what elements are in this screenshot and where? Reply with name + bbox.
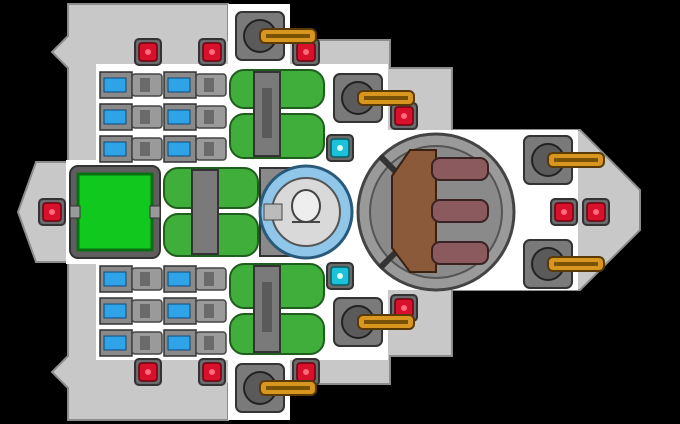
red-node-icon[interactable] [134, 38, 162, 66]
red-node-icon[interactable] [550, 198, 578, 226]
turret-icon[interactable] [333, 73, 415, 123]
red-node-icon[interactable] [198, 38, 226, 66]
red-node-icon[interactable] [292, 358, 320, 386]
cyan-vent-icon[interactable] [326, 134, 354, 162]
pipe-bank-lower [229, 263, 325, 355]
red-node-icon[interactable] [198, 358, 226, 386]
battery-icon [99, 71, 163, 99]
turret-layer [235, 11, 605, 413]
battery-icon [99, 297, 163, 325]
red-node-icon[interactable] [134, 358, 162, 386]
main-cannon[interactable] [356, 132, 516, 292]
battery-icon [163, 135, 227, 163]
battery-icon [99, 135, 163, 163]
turret-icon[interactable] [235, 363, 317, 413]
cyan-vent-icon[interactable] [326, 262, 354, 290]
turret-icon[interactable] [333, 297, 415, 347]
red-node-icon[interactable] [38, 198, 66, 226]
reactor-core[interactable] [69, 165, 161, 259]
shield-module[interactable] [258, 164, 354, 260]
node-layer [38, 38, 610, 386]
battery-icon [163, 265, 227, 293]
turret-icon[interactable] [235, 11, 317, 61]
battery-icon [163, 297, 227, 325]
battery-icon [99, 265, 163, 293]
battery-icon [99, 103, 163, 131]
battery-layer [99, 71, 227, 357]
battery-icon [163, 103, 227, 131]
pipe-bank-upper [229, 69, 325, 159]
red-node-icon[interactable] [390, 102, 418, 130]
turret-icon[interactable] [523, 239, 605, 289]
red-node-icon[interactable] [582, 198, 610, 226]
battery-icon [163, 329, 227, 357]
battery-icon [99, 329, 163, 357]
battery-icon [163, 71, 227, 99]
pipe-bank-middle [163, 167, 259, 257]
turret-icon[interactable] [523, 135, 605, 185]
